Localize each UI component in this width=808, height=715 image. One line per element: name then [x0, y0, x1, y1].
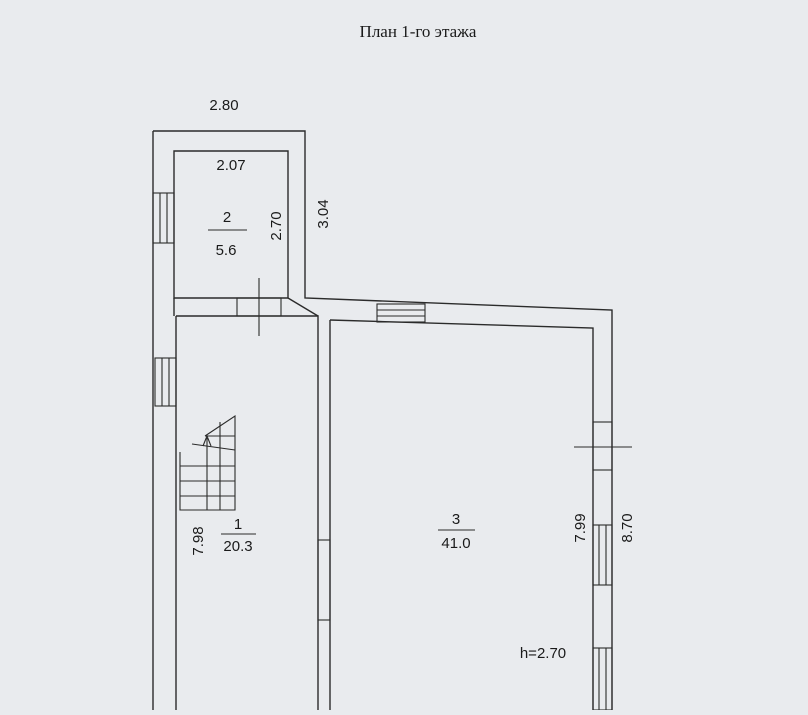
- staircase: [179, 414, 236, 511]
- room-number: 3: [452, 511, 460, 528]
- room-number: 2: [223, 209, 231, 226]
- dim-right-outer-height: 8.70: [619, 513, 636, 542]
- dim-room2-outer-height: 3.04: [315, 199, 332, 228]
- room-area: 41.0: [441, 535, 470, 552]
- room-label-2: 2 5.6: [208, 209, 247, 259]
- windows: [152, 192, 613, 711]
- doors: [236, 278, 632, 471]
- room-number: 1: [234, 516, 242, 533]
- dim-right-inner-height: 7.99: [572, 513, 589, 542]
- dim-left-height: 7.98: [190, 526, 207, 555]
- room-label-1: 1 20.3: [221, 516, 256, 555]
- dim-room2-width: 2.07: [216, 157, 245, 174]
- plan-title: План 1-го этажа: [360, 22, 477, 41]
- ceiling-height: h=2.70: [520, 645, 566, 662]
- room-label-3: 3 41.0: [438, 511, 475, 552]
- dim-top-width: 2.80: [209, 97, 238, 114]
- room-area: 20.3: [223, 538, 252, 555]
- room-area: 5.6: [216, 242, 237, 259]
- dim-room2-height: 2.70: [268, 211, 285, 240]
